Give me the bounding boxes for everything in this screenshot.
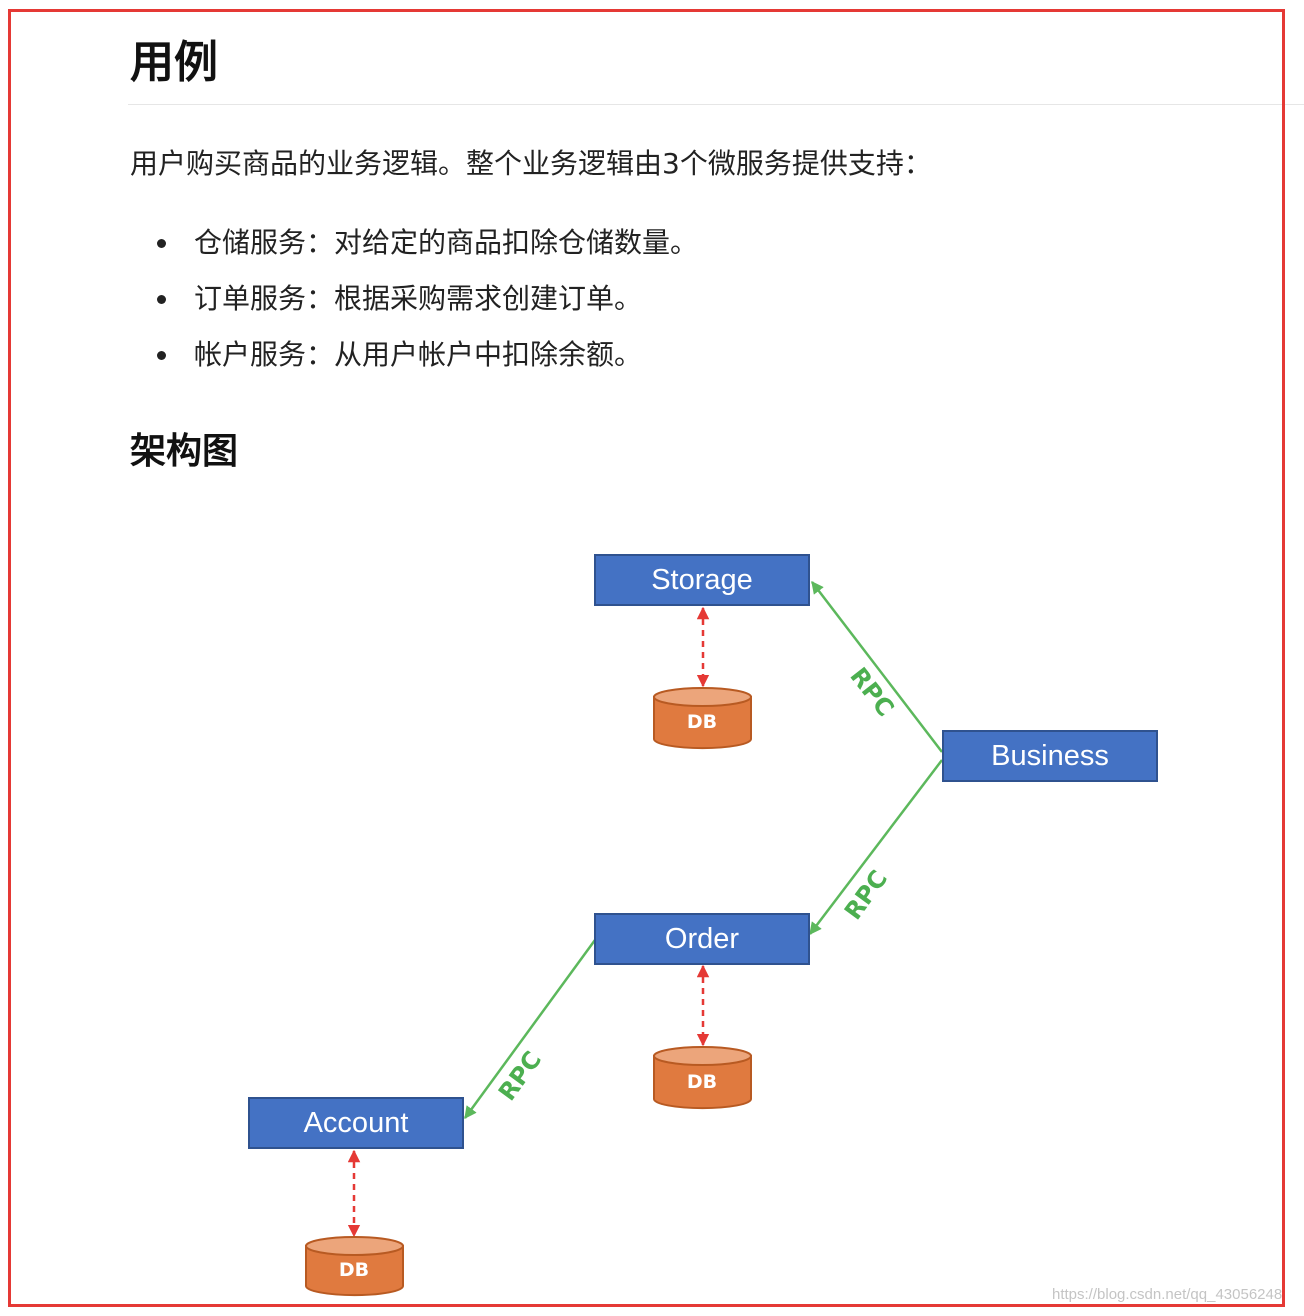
db-order-icon: DB [653,1046,752,1110]
title-divider [128,104,1304,105]
rpc-label: RPC [844,662,899,722]
service-description: 帐户服务：从用户帐户中扣除余额。 [194,338,643,371]
node-business: Business [942,730,1158,782]
section-title-architecture: 架构图 [130,431,239,472]
list-item: 订单服务：根据采购需求创建订单。 [130,274,698,330]
page-title: 用例 [130,37,218,88]
bullet-icon [157,295,166,304]
bullet-icon [157,351,166,360]
service-description: 订单服务：根据采购需求创建订单。 [194,282,643,315]
service-description: 仓储服务：对给定的商品扣除仓储数量。 [194,226,699,259]
node-account: Account [248,1097,464,1149]
db-storage-icon: DB [653,687,752,750]
watermark: https://blog.csdn.net/qq_43056248 [1052,1286,1283,1303]
node-label-storage: Storage [651,564,753,596]
node-label-business: Business [991,740,1109,772]
rpc-edge-business-order [809,759,943,935]
node-order: Order [594,913,810,965]
intro-paragraph: 用户购买商品的业务逻辑。整个业务逻辑由3个微服务提供支持： [130,147,932,180]
db-label: DB [687,1071,717,1093]
rpc-label: RPC [493,1046,547,1106]
db-account-icon: DB [305,1236,404,1297]
node-storage: Storage [594,554,810,606]
db-label: DB [687,711,717,733]
node-label-order: Order [665,923,739,955]
bullet-icon [157,239,166,248]
list-item: 仓储服务：对给定的商品扣除仓储数量。 [130,218,698,274]
db-label: DB [339,1259,369,1281]
rpc-edge-business-storage [811,581,943,753]
service-list: 仓储服务：对给定的商品扣除仓储数量。 订单服务：根据采购需求创建订单。 帐户服务… [130,218,698,386]
rpc-edge-order-account [463,939,597,1120]
list-item: 帐户服务：从用户帐户中扣除余额。 [130,330,698,386]
rpc-label: RPC [839,865,893,925]
node-label-account: Account [304,1107,409,1139]
